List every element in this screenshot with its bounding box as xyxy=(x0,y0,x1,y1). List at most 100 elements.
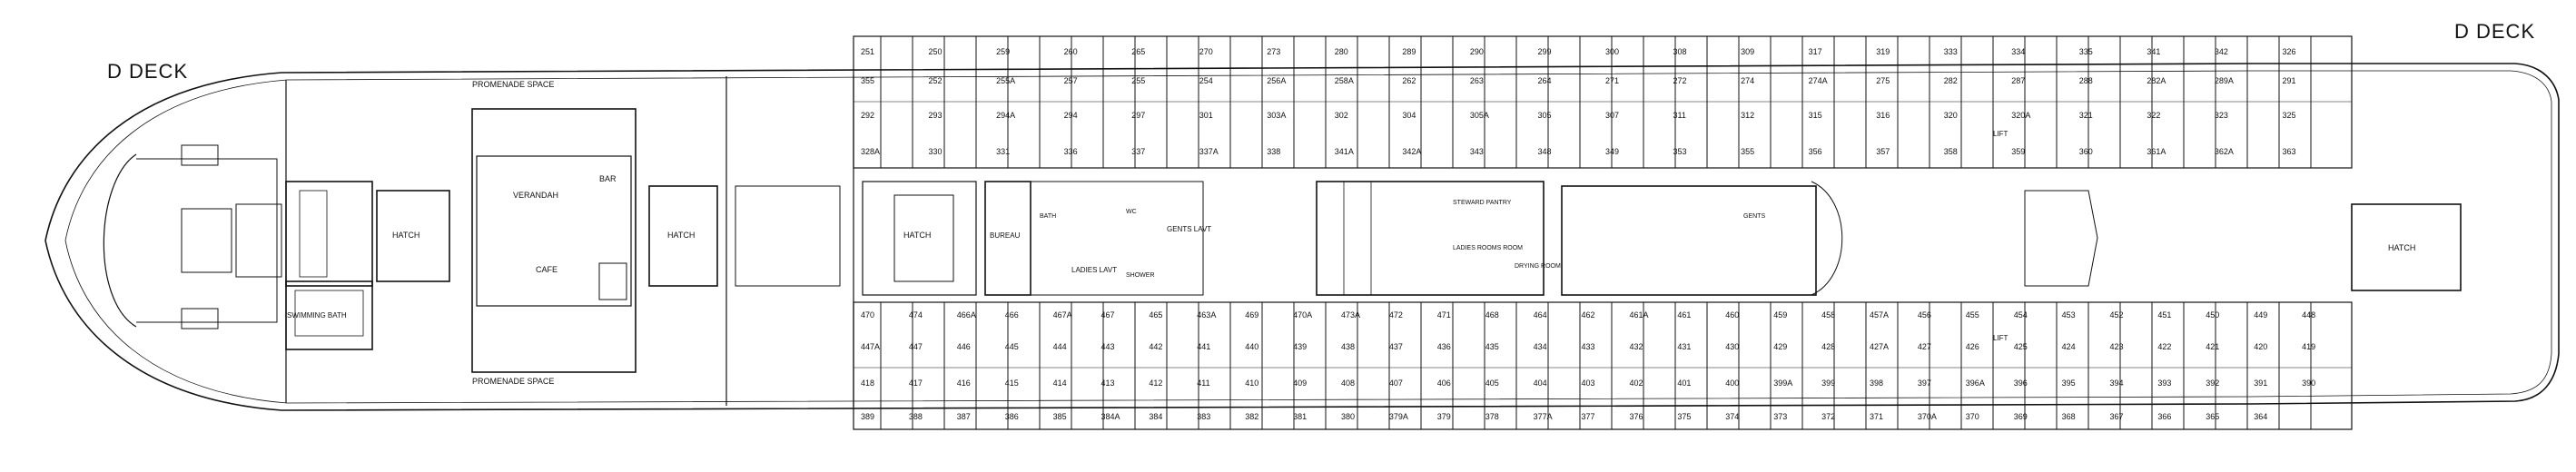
cabin-number: 294 xyxy=(1064,111,1078,120)
cabin-number: 393 xyxy=(2157,379,2171,388)
cabin-number: 435 xyxy=(1485,342,1499,351)
cabin-number: 255 xyxy=(1131,76,1145,85)
cabin-number: 356 xyxy=(1809,147,1822,156)
cabin-number: 406 xyxy=(1437,379,1451,388)
cabin-number: 320A xyxy=(2011,111,2030,120)
cabin-number: 380 xyxy=(1341,412,1355,421)
cabin-number: 304 xyxy=(1402,111,1416,120)
cabin-number: 467 xyxy=(1101,310,1115,320)
cabin-number: 403 xyxy=(1582,379,1595,388)
cabin-number: 473A xyxy=(1341,310,1360,320)
cabin-number: 365 xyxy=(2206,412,2219,421)
cabin-number: 358 xyxy=(1944,147,1958,156)
label-wc: WC xyxy=(1126,209,1137,215)
label-shower: SHOWER xyxy=(1126,272,1155,279)
deck-title-left: D DECK xyxy=(107,60,189,83)
cabin-number: 452 xyxy=(2110,310,2124,320)
cabin-number: 474 xyxy=(909,310,923,320)
cabin-number: 442 xyxy=(1149,342,1162,351)
cabin-number: 301 xyxy=(1199,111,1213,120)
cabin-number: 338 xyxy=(1267,147,1280,156)
label-stewards-pantry: STEWARD PANTRY xyxy=(1453,200,1512,206)
cabin-number: 376 xyxy=(1630,412,1643,421)
cabin-number: 460 xyxy=(1725,310,1739,320)
cabin-number: 254 xyxy=(1199,76,1213,85)
cabin-number: 375 xyxy=(1677,412,1691,421)
cabin-number: 361A xyxy=(2147,147,2166,156)
cabin-number: 446 xyxy=(957,342,971,351)
cabin-number: 450 xyxy=(2206,310,2219,320)
cabin-number: 289 xyxy=(1402,47,1416,56)
cabin-number: 316 xyxy=(1876,111,1890,120)
cabin-number: 439 xyxy=(1293,342,1307,351)
cabin-number: 305 xyxy=(1538,111,1552,120)
cabin-number: 422 xyxy=(2157,342,2171,351)
cabin-number: 362A xyxy=(2215,147,2234,156)
cabin-number: 430 xyxy=(1725,342,1739,351)
cabin-number: 251 xyxy=(861,47,874,56)
cabin-number: 359 xyxy=(2011,147,2025,156)
cabin-number: 467A xyxy=(1053,310,1072,320)
cabin-number: 410 xyxy=(1245,379,1258,388)
cabin-number: 445 xyxy=(1005,342,1019,351)
top-cabin-partitions xyxy=(880,36,2312,168)
cabin-number: 428 xyxy=(1821,342,1835,351)
cabin-number: 280 xyxy=(1335,47,1348,56)
cabin-number: 353 xyxy=(1673,147,1687,156)
cabin-number: 367 xyxy=(2110,412,2124,421)
cabin-number: 256A xyxy=(1267,76,1286,85)
cabin-number: 419 xyxy=(2302,342,2315,351)
cabin-number: 440 xyxy=(1245,342,1258,351)
cabin-number: 465 xyxy=(1149,310,1162,320)
cabin-number: 257 xyxy=(1064,76,1078,85)
label-gents-lavt: GENTS LAVT xyxy=(1167,225,1211,233)
cabin-number: 420 xyxy=(2254,342,2267,351)
label-ladies-rooms-room: LADIES ROOMS ROOM xyxy=(1453,245,1523,251)
cabin-number: 468 xyxy=(1485,310,1499,320)
cabin-number: 334 xyxy=(2011,47,2025,56)
cabin-number: 311 xyxy=(1673,111,1686,120)
cabin-number: 424 xyxy=(2062,342,2076,351)
cabin-number: 336 xyxy=(1064,147,1078,156)
cabin-number: 396A xyxy=(1966,379,1985,388)
label-promenade-bottom: PROMENADE SPACE xyxy=(472,377,554,386)
cabin-number: 260 xyxy=(1064,47,1078,56)
cabin-number: 408 xyxy=(1341,379,1355,388)
cabin-number: 392 xyxy=(2206,379,2219,388)
label-hatch-4: HATCH xyxy=(2388,243,2415,252)
cabin-number: 383 xyxy=(1197,412,1210,421)
cabin-number: 447A xyxy=(861,342,880,351)
cabin-number: 292 xyxy=(861,111,874,120)
cabin-number: 421 xyxy=(2206,342,2219,351)
cabin-number: 357 xyxy=(1876,147,1890,156)
cabin-number: 401 xyxy=(1677,379,1691,388)
cabin-number: 308 xyxy=(1673,47,1687,56)
bottom-cabin-partitions xyxy=(880,302,2312,429)
cabin-number: 396 xyxy=(2014,379,2028,388)
cabin-number: 259 xyxy=(996,47,1010,56)
cabin-number: 348 xyxy=(1538,147,1552,156)
cabin-number: 462 xyxy=(1582,310,1595,320)
cabin-number: 274 xyxy=(1741,76,1754,85)
cabin-number: 469 xyxy=(1245,310,1258,320)
cabin-number: 438 xyxy=(1341,342,1355,351)
cabin-number: 270 xyxy=(1199,47,1213,56)
label-hatch-1: HATCH xyxy=(392,231,419,240)
cabin-number: 470 xyxy=(861,310,874,320)
cabin-number: 400 xyxy=(1725,379,1739,388)
cabin-number: 413 xyxy=(1101,379,1115,388)
cabin-number: 315 xyxy=(1809,111,1822,120)
label-bureau: BUREAU xyxy=(990,231,1021,240)
cabin-number: 368 xyxy=(2062,412,2076,421)
cabin-number: 398 xyxy=(1870,379,1883,388)
cabin-number: 437 xyxy=(1389,342,1403,351)
cabin-number: 377A xyxy=(1534,412,1553,421)
cabin-number: 377 xyxy=(1582,412,1595,421)
cabin-number: 466A xyxy=(957,310,976,320)
hull-outline xyxy=(44,63,2560,411)
cabin-number: 271 xyxy=(1605,76,1619,85)
cabin-number: 374 xyxy=(1725,412,1739,421)
cabin-number: 431 xyxy=(1677,342,1691,351)
cabin-number: 386 xyxy=(1005,412,1019,421)
